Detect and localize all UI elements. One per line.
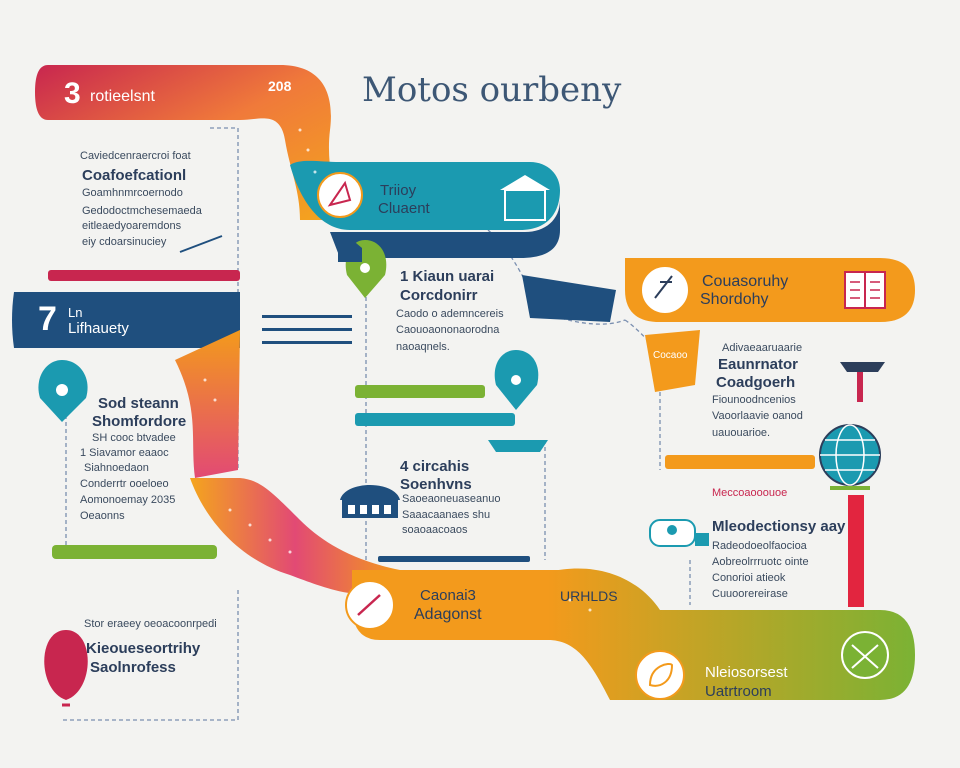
compass-icon bbox=[317, 172, 363, 218]
block1-line: eiy cdoarsinuciey bbox=[82, 236, 167, 248]
ribbon-orange-right bbox=[625, 258, 915, 322]
camper-icon bbox=[649, 519, 709, 547]
block1-line: Goamhnmrcoernodo bbox=[82, 187, 183, 199]
block2-line: Caodo o ademncereis bbox=[396, 308, 504, 320]
bottom-orange-line2: Adagonst bbox=[414, 606, 482, 623]
line-navy-3 bbox=[262, 341, 352, 344]
orange-tag-label: Cocaoo bbox=[653, 350, 688, 361]
ribbon-orange-tag bbox=[645, 330, 700, 392]
bottom-green-line1: Nleiosorsest bbox=[705, 664, 788, 681]
block5-subheading: Soenhvns bbox=[400, 476, 472, 493]
banner-label: rotieelsnt bbox=[90, 88, 155, 105]
check-line bbox=[179, 235, 223, 253]
bar-red bbox=[48, 270, 240, 281]
line-navy-1 bbox=[262, 315, 352, 318]
block5-line: soaoaacoaos bbox=[402, 524, 468, 536]
block4-line: Adivaeaaruaarie bbox=[722, 342, 803, 354]
block4-heading: Eaunrnator bbox=[718, 356, 799, 373]
bottom-green-line2: Uatrtroom bbox=[705, 683, 772, 700]
building-icon bbox=[500, 175, 550, 221]
block4-line: uauouarioe. bbox=[712, 427, 771, 439]
bottom-orange-line1: Caonai3 bbox=[420, 587, 476, 604]
hut-icon bbox=[340, 485, 400, 518]
book-icon bbox=[844, 271, 886, 309]
banner-7-number: 7 bbox=[38, 300, 57, 338]
banner-7-label2: Lifhauety bbox=[68, 320, 129, 337]
ribbon-bottom-orange bbox=[352, 570, 560, 640]
block3-line: Siahnoedaon bbox=[84, 462, 149, 474]
block3-line: Aomonoemay 2035 bbox=[80, 494, 176, 506]
bottom-green-badge: URHLDS bbox=[560, 588, 618, 604]
leaf-icon bbox=[635, 650, 685, 700]
block4-line: Fiounoodncenios bbox=[712, 394, 796, 406]
block3-line: 1 Siavamor eaaoc bbox=[80, 447, 169, 459]
block5-heading: 4 circahis bbox=[400, 458, 470, 475]
block7-heading: Kieoueseortrihy bbox=[86, 640, 201, 657]
globe-icon bbox=[819, 424, 881, 490]
block1-line: eitleaedyoaremdons bbox=[82, 220, 182, 232]
block1-line: Caviedcenraercroi foat bbox=[80, 150, 191, 162]
block1-line: Gedodoctmchesemaeda bbox=[82, 205, 202, 217]
orange-right-line1: Couasoruhy bbox=[702, 273, 789, 290]
block3-line: Oeaonns bbox=[80, 510, 125, 522]
banner-extra: 208 bbox=[268, 78, 292, 94]
pin-icon-blue bbox=[38, 360, 88, 422]
line-navy-2 bbox=[262, 328, 352, 331]
block7-line: Stor eraeey oeoacoonrpedi bbox=[84, 618, 217, 630]
block4-subheading: Coadgoerh bbox=[716, 374, 796, 391]
block3-subheading: Shomfordore bbox=[92, 413, 187, 430]
block2-heading: 1 Kiaun uarai bbox=[400, 268, 495, 285]
bar-orange-right bbox=[665, 455, 815, 469]
block2-line: naoaqnels. bbox=[396, 341, 450, 353]
block3-heading: Sod steann bbox=[98, 395, 179, 412]
page-title: Motos ourbeny bbox=[362, 70, 622, 110]
bar-green-left bbox=[52, 545, 217, 559]
block4-line: Vaoorlaavie oanod bbox=[712, 410, 803, 422]
orange-right-line2: Shordohy bbox=[700, 291, 769, 308]
ribbon-navy-small bbox=[522, 275, 616, 322]
pencil-icon bbox=[640, 265, 690, 315]
block6-line: Meccoaooouoe bbox=[712, 487, 788, 499]
ribbon-teal-shadow bbox=[330, 200, 560, 258]
block3-line: SH cooc btvadee bbox=[92, 432, 176, 444]
torch-icon bbox=[840, 362, 885, 402]
ribbon-top-left bbox=[35, 65, 334, 220]
block6-line: Radeodoeolfaocioa bbox=[712, 540, 807, 552]
banner-number: 3 bbox=[64, 77, 81, 110]
key-icon bbox=[345, 580, 395, 630]
bar-red-vertical bbox=[848, 495, 864, 607]
block3-line: Conderrtr ooeloeo bbox=[80, 478, 169, 490]
block6-line: Aobreolrrruotc ointe bbox=[712, 556, 809, 568]
block2-line: Caouoaononaorodna bbox=[396, 324, 500, 336]
block6-line: Cuuoorereirase bbox=[712, 588, 788, 600]
block6-line: Conorioi atieok bbox=[712, 572, 786, 584]
block7-subheading: Saolnrofess bbox=[90, 659, 176, 676]
house-icon bbox=[338, 238, 362, 262]
badge-icon bbox=[841, 631, 889, 679]
teal-line2: Cluaent bbox=[378, 200, 430, 217]
bar-navy-mid bbox=[378, 556, 530, 562]
pin-icon-teal bbox=[494, 350, 539, 410]
boat-icon bbox=[488, 440, 548, 452]
ribbon-navy bbox=[12, 292, 240, 348]
ribbon-swoosh-left bbox=[190, 478, 400, 595]
block5-line: Saoeaoneuaseanuo bbox=[402, 493, 501, 505]
ribbon-dots bbox=[203, 128, 592, 612]
bar-teal-mid bbox=[355, 413, 515, 426]
block6-heading: Mleodectionsy aay bbox=[712, 518, 846, 535]
banner-7-label1: Ln bbox=[68, 305, 83, 320]
block2-subheading: Corcdonirr bbox=[400, 287, 478, 304]
teal-line1: Triioy bbox=[380, 182, 417, 199]
block1-heading: Coafoefcationl bbox=[82, 167, 187, 184]
ribbon-orange-small bbox=[175, 330, 240, 478]
ribbon-teal bbox=[290, 160, 560, 230]
bulb-icon bbox=[44, 630, 88, 707]
block5-line: Saaacaanaes shu bbox=[402, 509, 491, 521]
bar-green-mid1 bbox=[355, 385, 485, 398]
